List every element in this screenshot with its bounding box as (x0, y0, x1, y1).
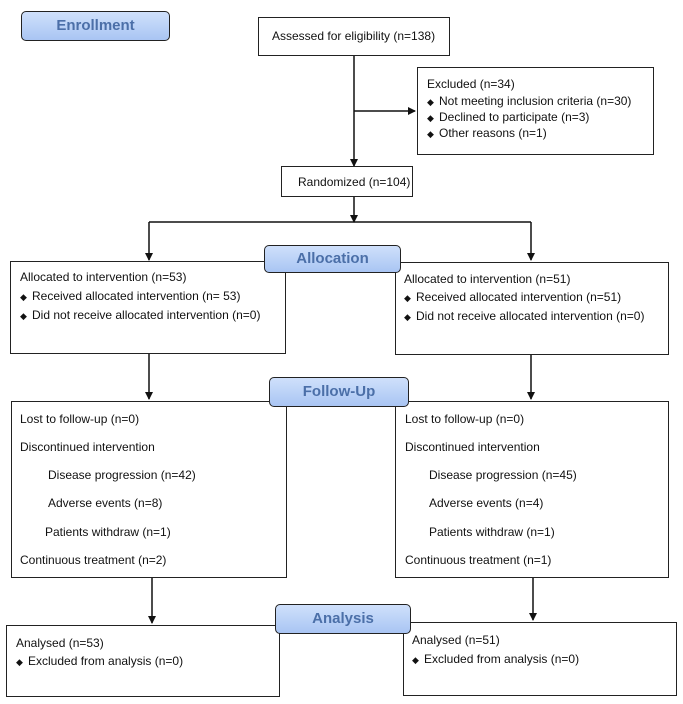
followup-left-progression: Disease progression (n=42) (48, 468, 196, 482)
excluded-item: ◆Declined to participate (n=3) (427, 110, 590, 124)
excluded-title: Excluded (n=34) (427, 77, 515, 91)
assessed-box: Assessed for eligibility (n=138) (258, 17, 450, 56)
bullet-icon: ◆ (20, 292, 27, 302)
stage-enrollment-label: Enrollment (56, 17, 135, 34)
stage-allocation: Allocation (264, 245, 401, 273)
assessed-text: Assessed for eligibility (n=138) (272, 29, 436, 43)
randomized-text: Randomized (n=104) (298, 175, 411, 189)
allocation-left-box: Allocated to intervention (n=53) ◆Receiv… (10, 261, 286, 354)
analysis-right-item: ◆Excluded from analysis (n=0) (412, 652, 580, 666)
excluded-box: Excluded (n=34) ◆Not meeting inclusion c… (417, 67, 654, 155)
followup-left-adverse: Adverse events (n=8) (48, 496, 163, 510)
allocation-right-box: Allocated to intervention (n=51) ◆Receiv… (395, 262, 669, 355)
analysis-right-box: Analysed (n=51) ◆Excluded from analysis … (403, 622, 677, 696)
followup-left-box: Lost to follow-up (n=0) Discontinued int… (11, 401, 287, 578)
analysis-left-title: Analysed (n=53) (16, 636, 104, 650)
bullet-icon: ◆ (20, 311, 27, 321)
stage-analysis-label: Analysis (312, 610, 374, 627)
analysis-right-title: Analysed (n=51) (412, 633, 500, 647)
followup-right-lost: Lost to follow-up (n=0) (405, 412, 525, 426)
allocation-left-item: ◆Received allocated intervention (n= 53) (20, 289, 241, 303)
followup-left-continuous: Continuous treatment (n=2) (20, 553, 167, 567)
allocation-right-item: ◆Received allocated intervention (n=51) (404, 290, 622, 304)
excluded-item: ◆Other reasons (n=1) (427, 126, 547, 140)
bullet-icon: ◆ (427, 129, 434, 139)
excluded-item: ◆Not meeting inclusion criteria (n=30) (427, 94, 632, 108)
stage-enrollment: Enrollment (21, 11, 170, 41)
followup-right-adverse: Adverse events (n=4) (429, 496, 544, 510)
allocation-left-title: Allocated to intervention (n=53) (20, 270, 187, 284)
followup-left-discontinued: Discontinued intervention (20, 440, 155, 454)
stage-allocation-label: Allocation (296, 250, 369, 267)
analysis-left-box: Analysed (n=53) ◆Excluded from analysis … (6, 625, 280, 697)
followup-right-box: Lost to follow-up (n=0) Discontinued int… (395, 401, 669, 578)
stage-analysis: Analysis (275, 604, 411, 634)
followup-right-withdraw: Patients withdraw (n=1) (429, 525, 555, 539)
allocation-left-item: ◆Did not receive allocated intervention … (20, 308, 261, 322)
bullet-icon: ◆ (427, 113, 434, 123)
bullet-icon: ◆ (404, 312, 411, 322)
allocation-right-title: Allocated to intervention (n=51) (404, 272, 571, 286)
followup-right-continuous: Continuous treatment (n=1) (405, 553, 552, 567)
bullet-icon: ◆ (16, 657, 23, 667)
bullet-icon: ◆ (404, 293, 411, 303)
randomized-box: Randomized (n=104) (281, 166, 413, 197)
followup-left-lost: Lost to follow-up (n=0) (20, 412, 140, 426)
followup-left-withdraw: Patients withdraw (n=1) (45, 525, 171, 539)
bullet-icon: ◆ (427, 97, 434, 107)
followup-right-discontinued: Discontinued intervention (405, 440, 540, 454)
allocation-right-item: ◆Did not receive allocated intervention … (404, 309, 645, 323)
bullet-icon: ◆ (412, 655, 419, 665)
stage-followup-label: Follow-Up (302, 383, 376, 400)
analysis-left-item: ◆Excluded from analysis (n=0) (16, 654, 184, 668)
stage-followup: Follow-Up (269, 377, 409, 407)
followup-right-progression: Disease progression (n=45) (429, 468, 577, 482)
